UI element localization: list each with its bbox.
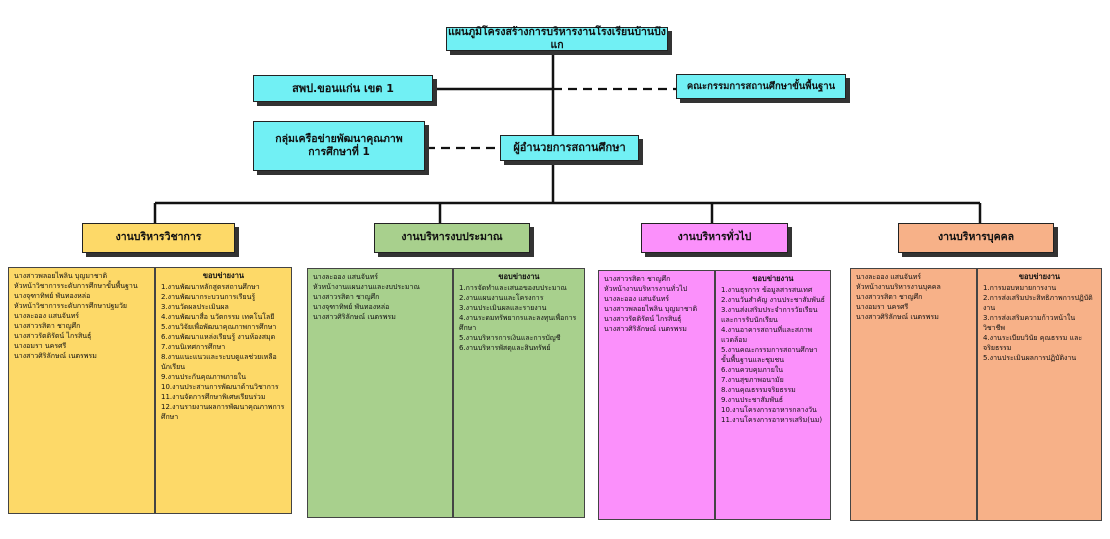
- chart-title: แผนภูมิโครงสร้างการบริหารงานโรงเรียนบ้าน…: [448, 25, 666, 51]
- person-line: นางจุฑาทิพย์ พันทองหล่อ: [14, 292, 91, 300]
- scope-title: ขอบข่ายงาน: [202, 271, 245, 280]
- person-line: นางสาวพลอยไพลิน บุญมาชาติ: [14, 272, 108, 280]
- person-line: หัวหน้างานบริหารงานบุคคล: [856, 283, 941, 291]
- scope-item: 3.การส่งเสริมความก้าวหน้าในวิชาชีพ: [983, 314, 1076, 332]
- person-line: นางสาวรัตติรัตน์ ไกรสินธุ์: [604, 315, 682, 323]
- scope-item: 12.งานรายงานผลการพัฒนาคุณภาพการศึกษา: [161, 403, 285, 421]
- scope-item: 7.งานนิเทศการศึกษา: [161, 343, 226, 351]
- scope-item: 1.งานพัฒนาหลักสูตรสถานศึกษา: [161, 283, 260, 291]
- department-header-academic: งานบริหารวิชาการ: [82, 223, 235, 253]
- scope-item: 3.งานส่งเสริมประจำการวัยเรียนและการรับนั…: [721, 306, 818, 324]
- scope-item: 10.งานประสานการพัฒนาด้านวิชาการ: [161, 383, 279, 391]
- department-name: งานบริหารทั่วไป: [677, 231, 752, 244]
- scope-item: 3.งานวัดผลประเมินผล: [161, 303, 229, 311]
- person-line: หัวหน้างานแผนงานและงบประมาณ: [313, 283, 420, 291]
- scope-item: 3.งานประเมินผลและรายงาน: [459, 304, 547, 312]
- department-header-budget: งานบริหารงบประมาณ: [374, 223, 530, 253]
- scope-item: 6.งานพัฒนาแหล่งเรียนรู้ งานห้องสมุด: [161, 333, 276, 341]
- scope-item: 4.งานพัฒนาสื่อ นวัตกรรม เทคโนโลยี: [161, 313, 275, 321]
- person-line: นางละออง แสนจันทร์: [856, 273, 922, 281]
- chart-title-box: แผนภูมิโครงสร้างการบริหารงานโรงเรียนบ้าน…: [446, 25, 668, 51]
- budget-people-panel: นางละออง แสนจันทร์ หัวหน้างานแผนงานและงบ…: [307, 268, 453, 518]
- scope-item: 2.การส่งเสริมประสิทธิภาพการปฏิบัติงาน: [983, 294, 1093, 312]
- person-line: นางสาวรสิตา ชาญศึก: [313, 293, 380, 301]
- person-line: นางสาวศิริลักษณ์ เนตรพรม: [14, 352, 97, 360]
- scope-item: 11.งานโครงการอาหารเสริม(นม): [721, 416, 823, 424]
- network-label-line1: กลุ่มเครือข่ายพัฒนาคุณภาพ: [275, 132, 403, 145]
- scope-item: 7.งานสุขภาพอนามัย: [721, 376, 784, 384]
- general-scope-panel: ขอบข่ายงาน 1.งานธุรการ ข้อมูลสารสนเทศ 2.…: [715, 270, 831, 520]
- person-line: หัวหน้างานบริหารงานทั่วไป: [604, 285, 688, 293]
- scope-item: 5.งานวิจัยเพื่อพัฒนาคุณภาพการศึกษา: [161, 323, 277, 331]
- department-name: งานบริหารงบประมาณ: [401, 231, 503, 244]
- scope-item: 6.งานควบคุมภายใน: [721, 366, 784, 374]
- office-label: สพป.ขอนแก่น เขต 1: [292, 81, 394, 95]
- scope-item: 4.งานระดมทรัพยากรและลงทุนเพื่อการศึกษา: [459, 314, 577, 332]
- person-line: นางสาวพลอยไพลิน บุญมาชาติ: [604, 305, 698, 313]
- scope-item: 4.งานระเบียบวินัย คุณธรรม และจริยธรรม: [983, 334, 1083, 352]
- office-box: สพป.ขอนแก่น เขต 1: [253, 75, 433, 102]
- scope-item: 11.งานจัดการศึกษาพิเศษเรียนร่วม: [161, 393, 266, 401]
- scope-title: ขอบข่ายงาน: [498, 272, 540, 281]
- academic-scope-panel: ขอบข่ายงาน 1.งานพัฒนาหลักสูตรสถานศึกษา 2…: [155, 267, 292, 514]
- person-line: หัวหน้าวิชาการระดับการศึกษาขั้นพื้นฐาน: [14, 282, 138, 290]
- board-box: คณะกรรมการสถานศึกษาขั้นพื้นฐาน: [676, 74, 846, 99]
- person-line: นางละออง แสนจันทร์: [313, 273, 379, 281]
- person-line: นางละออง แสนจันทร์: [14, 312, 80, 320]
- scope-item: 5.งานคณะกรรมการสถานศึกษาขั้นพื้นฐานและชุ…: [721, 346, 818, 364]
- person-line: นางจุฑาทิพย์ พันทองหล่อ: [313, 303, 390, 311]
- scope-item: 2.งานพัฒนากระบวนการเรียนรู้: [161, 293, 256, 301]
- scope-title: ขอบข่ายงาน: [752, 274, 794, 283]
- person-line: หัวหน้าวิชาการระดับการศึกษาปฐมวัย: [14, 302, 128, 310]
- department-name: งานบริหารวิชาการ: [115, 231, 202, 244]
- network-label-line2: การศึกษาที่ 1: [308, 146, 370, 158]
- scope-item: 8.งานคุณธรรมจริยธรรม: [721, 386, 796, 394]
- person-line: นางสาวรสิตา ชาญศึก: [856, 293, 923, 301]
- personnel-scope-panel: ขอบข่ายงาน 1.การมอบหมายการงาน 2.การส่งเส…: [977, 268, 1102, 521]
- budget-scope-panel: ขอบข่ายงาน 1.การจัดทำและเสนอของบประมาณ 2…: [453, 268, 585, 518]
- scope-item: 4.งานอาคารสถานที่และสภาพแวดล้อม: [721, 326, 813, 344]
- person-line: นางสาวศิริลักษณ์ เนตรพรม: [856, 313, 939, 321]
- scope-item: 8.งานแนะแนวและระบบดูแลช่วยเหลือนักเรียน: [161, 353, 277, 371]
- person-line: นางสาวรสิตา ชาญศึก: [14, 322, 81, 330]
- person-line: นางสาวรัตติรัตน์ ไกรสินธุ์: [14, 332, 92, 340]
- general-people-panel: นางสาวรสิตา ชาญศึก หัวหน้างานบริหารงานทั…: [598, 270, 715, 520]
- personnel-people-panel: นางละออง แสนจันทร์ หัวหน้างานบริหารงานบุ…: [850, 268, 977, 521]
- scope-item: 10.งานโครงการอาหารกลางวัน: [721, 406, 817, 414]
- scope-title: ขอบข่ายงาน: [1018, 272, 1061, 281]
- person-line: นางละออง แสนจันทร์: [604, 295, 670, 303]
- scope-item: 9.งานประชาสัมพันธ์: [721, 396, 784, 404]
- scope-item: 1.การจัดทำและเสนอของบประมาณ: [459, 284, 567, 292]
- scope-item: 1.การมอบหมายการงาน: [983, 284, 1057, 292]
- department-header-general: งานบริหารทั่วไป: [641, 223, 788, 253]
- scope-item: 6.งานบริหารพัสดุและสินทรัพย์: [459, 344, 551, 352]
- person-line: นางสาวศิริลักษณ์ เนตรพรม: [313, 313, 396, 321]
- scope-item: 5.งานประเมินผลการปฏิบัติงาน: [983, 354, 1077, 362]
- department-header-personnel: งานบริหารบุคคล: [898, 223, 1054, 253]
- director-box: ผู้อำนวยการสถานศึกษา: [500, 135, 639, 161]
- person-line: นางสาวรสิตา ชาญศึก: [604, 275, 671, 283]
- board-label: คณะกรรมการสถานศึกษาขั้นพื้นฐาน: [686, 80, 836, 92]
- person-line: นางอมรา นครศรี: [14, 342, 67, 350]
- network-box: กลุ่มเครือข่ายพัฒนาคุณภาพ การศึกษาที่ 1: [253, 121, 425, 171]
- scope-item: 2.งานวันสำคัญ งานประชาสัมพันธ์: [721, 296, 825, 304]
- person-line: นางสาวศิริลักษณ์ เนตรพรม: [604, 325, 687, 333]
- academic-people-panel: นางสาวพลอยไพลิน บุญมาชาติ หัวหน้าวิชาการ…: [8, 267, 155, 514]
- scope-item: 2.งานแผนงานและโครงการ: [459, 294, 544, 302]
- scope-item: 1.งานธุรการ ข้อมูลสารสนเทศ: [721, 286, 813, 294]
- scope-item: 9.งานประกันคุณภาพภายใน: [161, 373, 246, 381]
- department-name: งานบริหารบุคคล: [937, 231, 1015, 244]
- person-line: นางอมรา นครศรี: [856, 303, 909, 311]
- director-label: ผู้อำนวยการสถานศึกษา: [513, 141, 626, 155]
- scope-item: 5.งานบริหารการเงินและการบัญชี: [459, 334, 561, 342]
